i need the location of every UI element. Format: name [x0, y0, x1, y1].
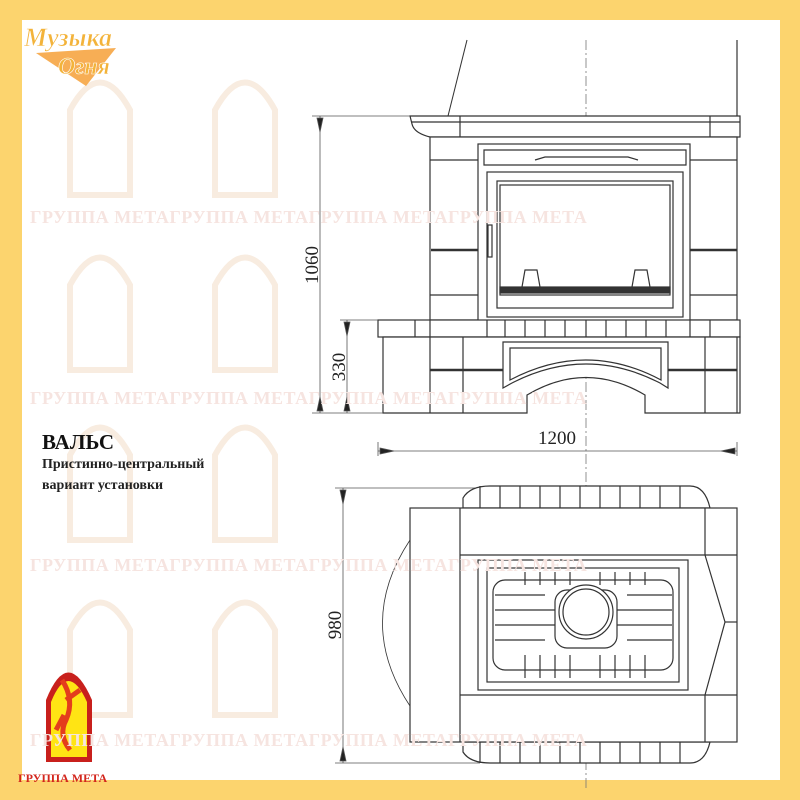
svg-text:Огня: Огня [58, 54, 110, 80]
dim-height-total: 1060 [302, 246, 323, 284]
top-stone-band [462, 485, 711, 509]
product-title: ВАЛЬС [42, 430, 115, 454]
door-handle [487, 224, 493, 258]
leader-line [447, 39, 468, 117]
watermark-arches [67, 79, 278, 718]
top-view [382, 485, 738, 764]
dim-depth: 980 [325, 611, 346, 640]
svg-text:Музыка: Музыка [23, 23, 112, 52]
stone-joints [479, 486, 681, 763]
front-view [377, 115, 741, 414]
brand-logo [46, 672, 92, 762]
bottom-stone-band [462, 741, 711, 764]
dim-width: 1200 [538, 428, 576, 449]
hearth-shelf [377, 319, 741, 338]
top-logo: Музыка Огня [16, 8, 136, 88]
dim-height-base: 330 [329, 353, 350, 382]
product-subtitle-line1: Пристинно-центральный [42, 457, 205, 472]
product-subtitle-line2: вариант установки [42, 478, 164, 493]
dimension-lines [312, 115, 738, 764]
brand-name: ГРУППА МЕТА [18, 771, 108, 785]
shelf-blocks [414, 320, 711, 337]
